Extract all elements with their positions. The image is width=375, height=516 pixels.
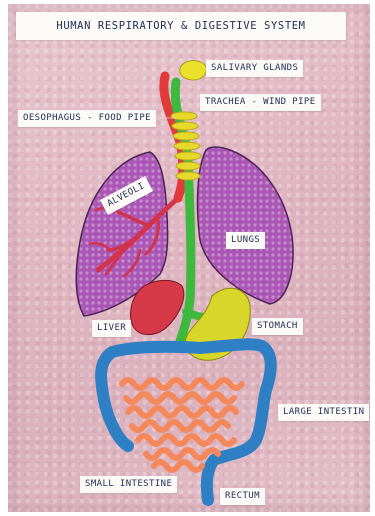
label-large-intestine: LARGE INTESTIN <box>278 404 369 421</box>
label-lungs: LUNGS <box>226 232 265 249</box>
salivary-glands <box>180 61 207 80</box>
label-trachea: TRACHEA - WIND PIPE <box>200 94 321 111</box>
label-small-intestine: SMALL INTESTINE <box>80 476 177 493</box>
label-salivary-glands: SALIVARY GLANDS <box>206 60 303 77</box>
right-lung <box>198 147 294 304</box>
label-liver: LIVER <box>92 320 131 337</box>
label-stomach: STOMACH <box>252 318 303 335</box>
label-rectum: RECTUM <box>220 488 265 505</box>
page-title: HUMAN RESPIRATORY & DIGESTIVE SYSTEM <box>16 12 346 40</box>
label-oesophagus: OESOPHAGUS - FOOD PIPE <box>18 110 156 127</box>
